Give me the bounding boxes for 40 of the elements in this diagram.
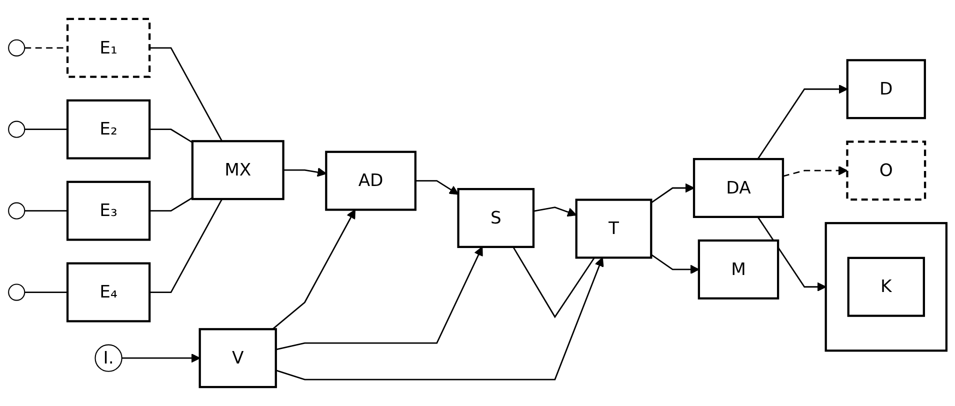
node-circle [94,344,122,372]
connector [150,197,193,212]
node-box [66,18,151,78]
node-box [66,99,151,160]
node-box [698,239,780,300]
connector [24,210,68,212]
cluster [824,222,948,352]
arrow [757,216,826,292]
node-circle [8,284,26,301]
connector [512,246,596,318]
node-circle [8,39,26,56]
arrow [533,206,577,217]
arrow [276,246,483,350]
node-box [575,198,652,259]
node-circle [8,202,26,220]
node-box [846,140,926,201]
connector [150,198,223,293]
node-box [846,59,926,120]
arrow [272,209,356,330]
node-box [191,140,284,200]
arrow [757,84,848,160]
node-box [847,256,925,317]
connector [24,128,68,130]
arrow [415,180,459,195]
arrow [283,168,327,177]
node-box [66,262,151,322]
connector [24,292,68,293]
node-box [198,328,277,388]
node-box [457,188,535,248]
arrow [650,183,694,204]
arrow [122,353,200,363]
arrow [650,254,700,274]
arrow [276,257,604,380]
arrow [782,166,848,177]
connector [150,128,193,144]
node-box [325,150,416,211]
node-box [692,158,784,218]
node-box [66,180,151,241]
node-circle [8,120,26,138]
connector [150,47,223,142]
